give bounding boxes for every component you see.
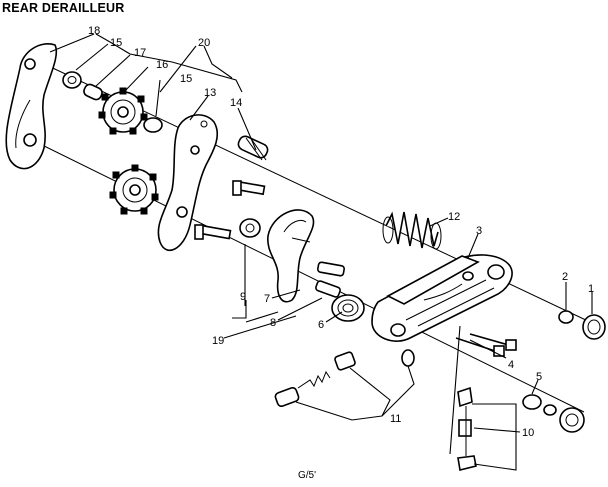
jockey-pulley-upper <box>98 87 148 135</box>
callout-17: 17 <box>134 47 146 59</box>
adjust-screw-lower <box>455 337 505 357</box>
pivot-bolt-upper <box>237 135 269 161</box>
callout-7: 7 <box>264 293 270 305</box>
callout-3: 3 <box>476 225 482 237</box>
lower-pivot-body <box>267 209 315 303</box>
callout-13: 13 <box>204 87 216 99</box>
footer-mark: G/5' <box>298 470 317 481</box>
jockey-pulley-lower <box>109 164 159 215</box>
callout-12: 12 <box>448 211 460 223</box>
outer-cage-plate <box>5 43 58 170</box>
washer-2 <box>558 310 574 324</box>
callout-18: 18 <box>88 25 100 37</box>
callout-6: 6 <box>318 319 324 331</box>
pulley-bolt-1 <box>232 180 266 196</box>
small-spring-6 <box>331 294 365 322</box>
callout-19: 19 <box>212 335 224 347</box>
washer-9 <box>239 218 261 238</box>
callout-8: 8 <box>270 317 276 329</box>
washer-5 <box>522 394 542 410</box>
callout-16: 16 <box>156 59 168 71</box>
washer-upper-1 <box>62 71 82 89</box>
callout-2: 2 <box>562 271 568 283</box>
inner-cage-plate <box>157 114 219 252</box>
diagram-title: REAR DERAILLEUR <box>2 1 125 15</box>
callout-9: 9 <box>240 291 246 303</box>
cable-bolt <box>317 261 345 277</box>
callout-15b: 15 <box>180 73 192 85</box>
cable-adjuster-11 <box>274 349 415 408</box>
callout-10: 10 <box>522 427 534 439</box>
axle-pin-8 <box>315 280 341 298</box>
cable-stop-10 <box>457 386 477 471</box>
main-spring-12 <box>382 211 442 250</box>
washer-upper-2 <box>143 117 163 133</box>
callout-11: 11 <box>390 413 401 425</box>
pulley-bolt-2 <box>194 224 232 240</box>
callout-4: 4 <box>508 359 514 371</box>
callout-leaders <box>49 33 593 471</box>
callout-14: 14 <box>230 97 242 109</box>
pivot-nut-1 <box>582 314 606 340</box>
callout-20: 20 <box>198 37 210 49</box>
callout-5: 5 <box>536 371 542 383</box>
callout-1: 1 <box>588 283 594 295</box>
parallelogram-body <box>371 254 513 342</box>
callout-15a: 15 <box>110 37 122 49</box>
adjust-screw-upper <box>469 333 517 351</box>
mount-nut-lower <box>559 407 585 433</box>
bushing-upper <box>83 83 103 101</box>
callout-numbers: 18 15 17 20 16 15 13 14 12 3 2 1 9 7 8 6… <box>88 25 594 439</box>
